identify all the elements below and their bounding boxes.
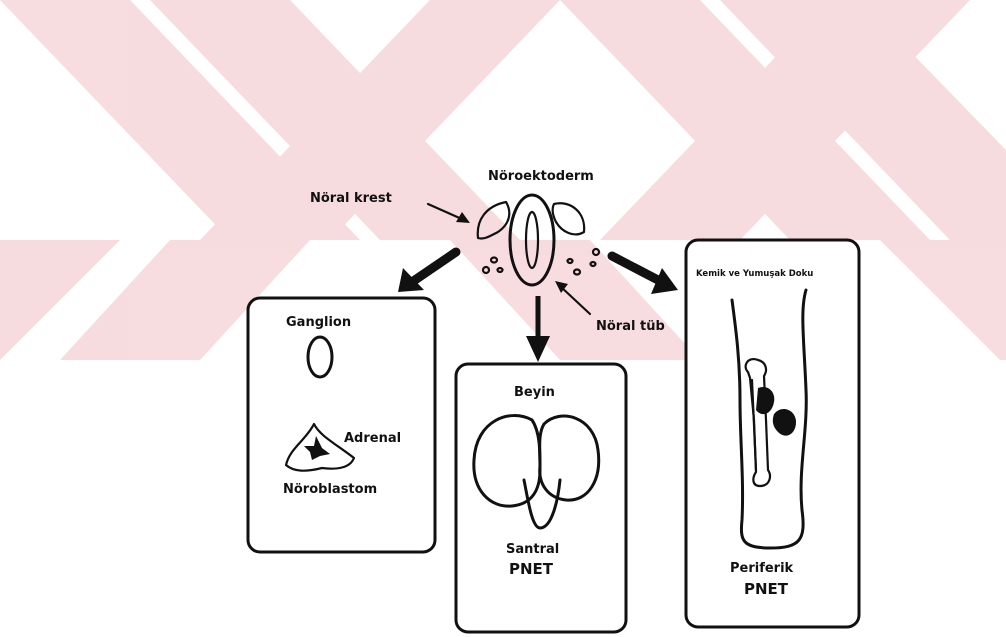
label-noral-krest: Nöral krest [310, 191, 392, 206]
arrow-to-ganglion [398, 252, 456, 292]
label-adrenal: Adrenal [344, 431, 401, 446]
label-periferik: Periferik [730, 561, 794, 576]
panel-ganglion-adrenal [248, 298, 435, 552]
label-santral-pnet: PNET [509, 560, 554, 578]
label-noroblastom: Nöroblastom [283, 482, 377, 497]
label-kemik: Kemik ve Yumuşak Doku [696, 269, 813, 279]
label-beyin: Beyin [514, 385, 555, 400]
label-santral: Santral [506, 542, 559, 557]
panel-brain [456, 364, 626, 632]
label-noroektoderm: Nöroektoderm [488, 169, 594, 184]
label-noral-tub: Nöral tüb [596, 319, 665, 334]
label-periferik-pnet: PNET [744, 580, 789, 598]
label-ganglion: Ganglion [286, 315, 351, 330]
